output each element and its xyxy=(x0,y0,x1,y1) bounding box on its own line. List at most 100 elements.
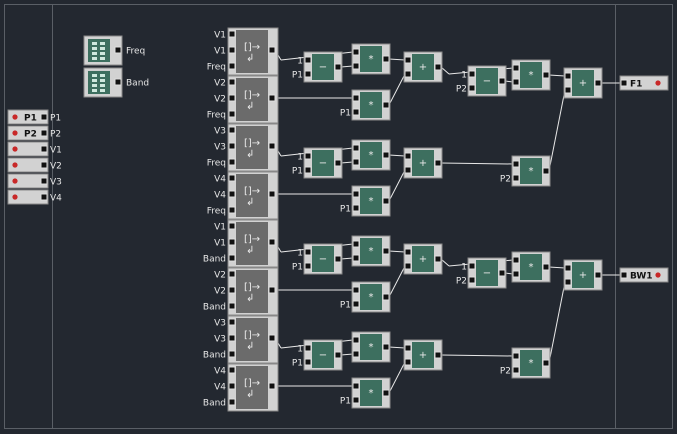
input-port[interactable] xyxy=(228,222,236,230)
subtract-module[interactable]: −1P1 xyxy=(292,339,343,371)
output-port[interactable] xyxy=(542,167,550,175)
input-port[interactable] xyxy=(512,160,520,168)
input-port[interactable] xyxy=(620,79,628,87)
output-port[interactable] xyxy=(542,71,550,79)
output-port[interactable] xyxy=(382,343,390,351)
output-port[interactable] xyxy=(40,193,48,201)
input-port[interactable] xyxy=(404,70,412,78)
output-port[interactable] xyxy=(268,286,276,294)
input-port[interactable] xyxy=(228,398,236,406)
output-port[interactable] xyxy=(542,359,550,367)
input-port[interactable] xyxy=(228,318,236,326)
input-port[interactable] xyxy=(564,278,572,286)
input-port[interactable] xyxy=(304,344,312,352)
input-module-body[interactable] xyxy=(7,173,49,189)
output-port[interactable] xyxy=(114,46,122,54)
input-port[interactable] xyxy=(228,46,236,54)
output-port[interactable] xyxy=(382,151,390,159)
multiply-module[interactable]: * xyxy=(511,59,551,91)
input-port[interactable] xyxy=(564,72,572,80)
input-port[interactable] xyxy=(304,248,312,256)
subtract-module[interactable]: −1P1 xyxy=(292,243,343,275)
input-port[interactable] xyxy=(228,334,236,342)
output-port[interactable] xyxy=(382,55,390,63)
add-module[interactable]: + xyxy=(403,243,443,275)
output-port[interactable] xyxy=(382,389,390,397)
input-port[interactable] xyxy=(228,366,236,374)
input-port[interactable] xyxy=(304,262,312,270)
input-port[interactable] xyxy=(564,86,572,94)
multiply-module[interactable]: *P2 xyxy=(500,347,551,379)
input-port[interactable] xyxy=(352,350,360,358)
input-port[interactable] xyxy=(564,264,572,272)
input-port[interactable] xyxy=(228,382,236,390)
input-port[interactable] xyxy=(352,396,360,404)
input-port[interactable] xyxy=(512,78,520,86)
input-port[interactable] xyxy=(228,78,236,86)
output-port[interactable] xyxy=(334,159,342,167)
subtract-module[interactable]: −1P1 xyxy=(292,147,343,179)
output-port[interactable] xyxy=(498,77,506,85)
input-port[interactable] xyxy=(228,270,236,278)
input-module-body[interactable] xyxy=(7,157,49,173)
input-module-body[interactable] xyxy=(7,109,49,125)
add-module[interactable]: + xyxy=(563,67,603,99)
input-module[interactable]: V1 xyxy=(7,141,62,157)
input-port[interactable] xyxy=(468,70,476,78)
input-port[interactable] xyxy=(228,206,236,214)
output-port[interactable] xyxy=(268,46,276,54)
output-port[interactable] xyxy=(434,159,442,167)
table-source[interactable]: Band xyxy=(83,67,149,98)
input-port[interactable] xyxy=(404,344,412,352)
input-port[interactable] xyxy=(512,352,520,360)
output-port[interactable] xyxy=(434,255,442,263)
input-port[interactable] xyxy=(228,94,236,102)
input-port[interactable] xyxy=(352,48,360,56)
input-port[interactable] xyxy=(404,152,412,160)
output-port[interactable] xyxy=(434,63,442,71)
output-port[interactable] xyxy=(40,177,48,185)
add-module[interactable]: + xyxy=(403,51,443,83)
add-module[interactable]: + xyxy=(403,147,443,179)
multiply-module[interactable]: * xyxy=(351,139,391,171)
output-port[interactable] xyxy=(334,255,342,263)
input-port[interactable] xyxy=(228,174,236,182)
input-module-body[interactable] xyxy=(7,189,49,205)
input-port[interactable] xyxy=(228,350,236,358)
input-module[interactable]: V3 xyxy=(7,173,62,189)
input-port[interactable] xyxy=(352,254,360,262)
output-port[interactable] xyxy=(268,382,276,390)
output-port[interactable] xyxy=(268,238,276,246)
multiply-module[interactable]: *P1 xyxy=(340,377,391,409)
output-module-body[interactable] xyxy=(619,75,669,91)
multiply-module[interactable]: * xyxy=(351,331,391,363)
output-module[interactable]: BW1 xyxy=(619,267,669,283)
input-port[interactable] xyxy=(352,336,360,344)
output-port[interactable] xyxy=(382,101,390,109)
input-port[interactable] xyxy=(352,144,360,152)
multiply-module[interactable]: * xyxy=(351,43,391,75)
multiply-module[interactable]: *P1 xyxy=(340,281,391,313)
input-port[interactable] xyxy=(304,358,312,366)
output-port[interactable] xyxy=(382,247,390,255)
input-port[interactable] xyxy=(620,271,628,279)
output-port[interactable] xyxy=(498,269,506,277)
input-port[interactable] xyxy=(352,240,360,248)
input-port[interactable] xyxy=(304,166,312,174)
output-port[interactable] xyxy=(334,351,342,359)
subtract-module[interactable]: −1P2 xyxy=(456,257,507,289)
input-port[interactable] xyxy=(304,70,312,78)
output-port[interactable] xyxy=(268,142,276,150)
input-port[interactable] xyxy=(352,382,360,390)
add-module[interactable]: + xyxy=(563,259,603,291)
input-port[interactable] xyxy=(404,262,412,270)
multiply-module[interactable]: *P2 xyxy=(500,155,551,187)
output-port[interactable] xyxy=(594,271,602,279)
